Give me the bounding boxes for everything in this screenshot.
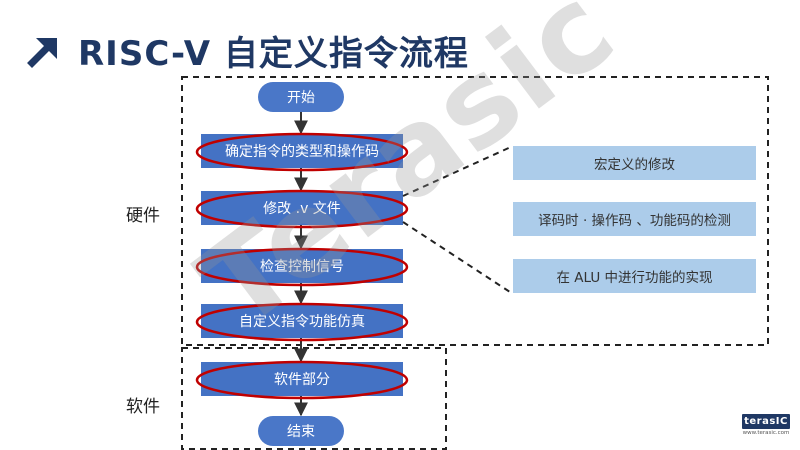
detail-box-3 xyxy=(513,259,756,293)
highlight-oval-2 xyxy=(195,189,409,229)
highlight-oval-4 xyxy=(195,302,409,342)
step-box-3 xyxy=(201,249,403,283)
detail-label-3: 在 ALU 中进行功能的实现 xyxy=(556,270,713,286)
end-label: 结束 xyxy=(287,424,315,440)
software-label: 软件 xyxy=(126,397,160,417)
detail-box-1 xyxy=(513,146,756,180)
detail-label-2: 译码时 · 操作码 、功能码的检测 xyxy=(538,213,731,229)
logo-brand: terasIC xyxy=(742,414,790,429)
detail-label-1: 宏定义的修改 xyxy=(594,157,675,173)
step-label-5: 软件部分 xyxy=(274,372,330,388)
callout-line-top xyxy=(402,145,514,197)
step-box-4 xyxy=(201,304,403,338)
logo-url: www.terasic.com xyxy=(742,430,790,436)
highlight-oval-3 xyxy=(195,247,409,287)
step-label-1: 确定指令的类型和操作码 xyxy=(225,144,379,160)
hardware-label: 硬件 xyxy=(126,206,160,226)
brand-logo: terasIC www.terasic.com xyxy=(742,414,790,440)
software-region xyxy=(181,347,447,450)
title-row: RISC-V 自定义指令流程 xyxy=(24,24,469,76)
start-terminal xyxy=(258,82,344,112)
step-box-2 xyxy=(201,191,403,225)
arrow-up-right-icon xyxy=(27,38,57,68)
step-label-4: 自定义指令功能仿真 xyxy=(239,314,365,330)
end-terminal xyxy=(258,416,344,446)
step-box-5 xyxy=(201,362,403,396)
step-label-2: 修改 .v 文件 xyxy=(263,201,341,217)
step-box-1 xyxy=(201,134,403,168)
highlight-oval-1 xyxy=(195,132,409,172)
highlight-oval-5 xyxy=(195,360,409,400)
start-label: 开始 xyxy=(287,90,315,106)
hardware-region xyxy=(181,76,769,346)
page-title: RISC-V 自定义指令流程 xyxy=(78,33,469,74)
detail-box-2 xyxy=(513,202,756,236)
callout-line-bottom xyxy=(402,221,514,295)
step-label-3: 检查控制信号 xyxy=(260,259,344,275)
